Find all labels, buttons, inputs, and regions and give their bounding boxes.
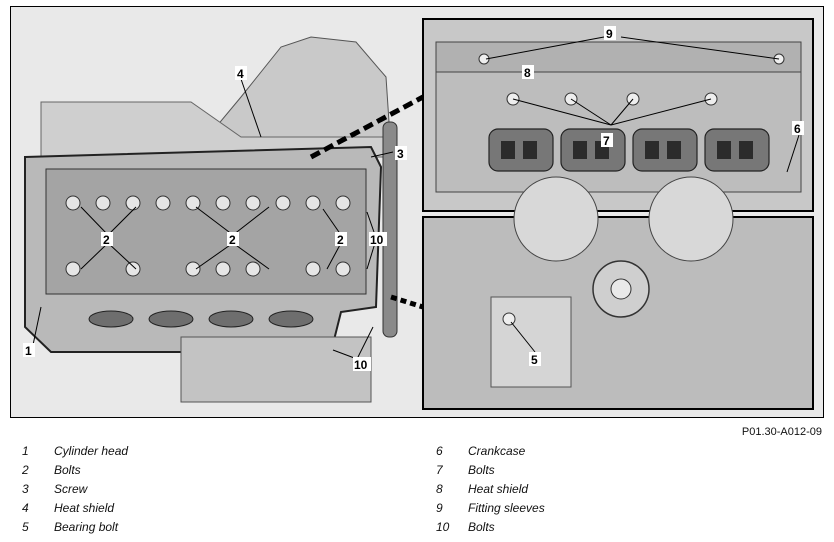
callout-9: 9 (606, 27, 613, 41)
legend-label: Cylinder head (54, 444, 129, 458)
legend-label: Bolts (54, 463, 81, 477)
callout-3: 3 (397, 147, 404, 161)
legend-label: Bearing bolt (54, 520, 119, 534)
legend-number: 8 (436, 482, 443, 496)
legend-label: Crankcase (468, 444, 526, 458)
legend-label: Bolts (468, 463, 495, 477)
callout-10a: 10 (370, 233, 384, 247)
legend-label: Bolts (468, 520, 495, 534)
callout-2c: 2 (337, 233, 344, 247)
legend-label: Fitting sleeves (468, 501, 545, 515)
legend-item: 10 Bolts (436, 518, 545, 537)
callout-10b: 10 (354, 358, 368, 372)
detail-bottom (422, 176, 814, 410)
legend-label: Heat shield (468, 482, 529, 496)
legend-number: 3 (22, 482, 29, 496)
callout-4: 4 (237, 67, 244, 81)
legend-item: 1 Cylinder head (22, 442, 128, 461)
legend-item: 9 Fitting sleeves (436, 499, 545, 518)
callout-5: 5 (531, 353, 538, 367)
callout-2a: 2 (103, 233, 110, 247)
legend-number: 1 (22, 444, 29, 458)
legend-item: 4 Heat shield (22, 499, 128, 518)
callout-8: 8 (524, 66, 531, 80)
legend-number: 10 (436, 520, 450, 534)
engine-diagram: 4 3 1 2 2 2 10 10 9 8 7 6 5 (10, 6, 824, 418)
leader-lines (32, 36, 800, 360)
main-engine-view (24, 36, 402, 403)
detail-connectors (309, 94, 425, 310)
legend-label: Screw (54, 482, 88, 496)
callout-2b: 2 (229, 233, 236, 247)
legend-number: 2 (22, 463, 29, 477)
callout-1: 1 (25, 344, 32, 358)
callouts: 4 3 1 2 2 2 10 10 9 8 7 6 5 (23, 26, 804, 372)
legend-item: 2 Bolts (22, 461, 128, 480)
diagram-canvas: 4 3 1 2 2 2 10 10 9 8 7 6 5 (23, 18, 814, 410)
legend-number: 4 (22, 501, 29, 515)
figure-reference: P01.30-A012-09 (741, 426, 822, 438)
callout-6: 6 (794, 122, 801, 136)
callout-7: 7 (603, 134, 610, 148)
legend-item: 8 Heat shield (436, 480, 545, 499)
detail-top (422, 18, 814, 212)
legend-number: 9 (436, 501, 443, 515)
legend-number: 5 (22, 520, 29, 534)
legend-item: 3 Screw (22, 480, 128, 499)
legend-item: 5 Bearing bolt (22, 518, 128, 537)
legend-item: 7 Bolts (436, 461, 545, 480)
legend-item: 6 Crankcase (436, 442, 545, 461)
legend-label: Heat shield (54, 501, 115, 515)
legend-left-column: 1 Cylinder head 2 Bolts 3 Screw 4 Heat shiel… (22, 442, 128, 537)
legend-number: 6 (436, 444, 443, 458)
legend-number: 7 (436, 463, 443, 477)
